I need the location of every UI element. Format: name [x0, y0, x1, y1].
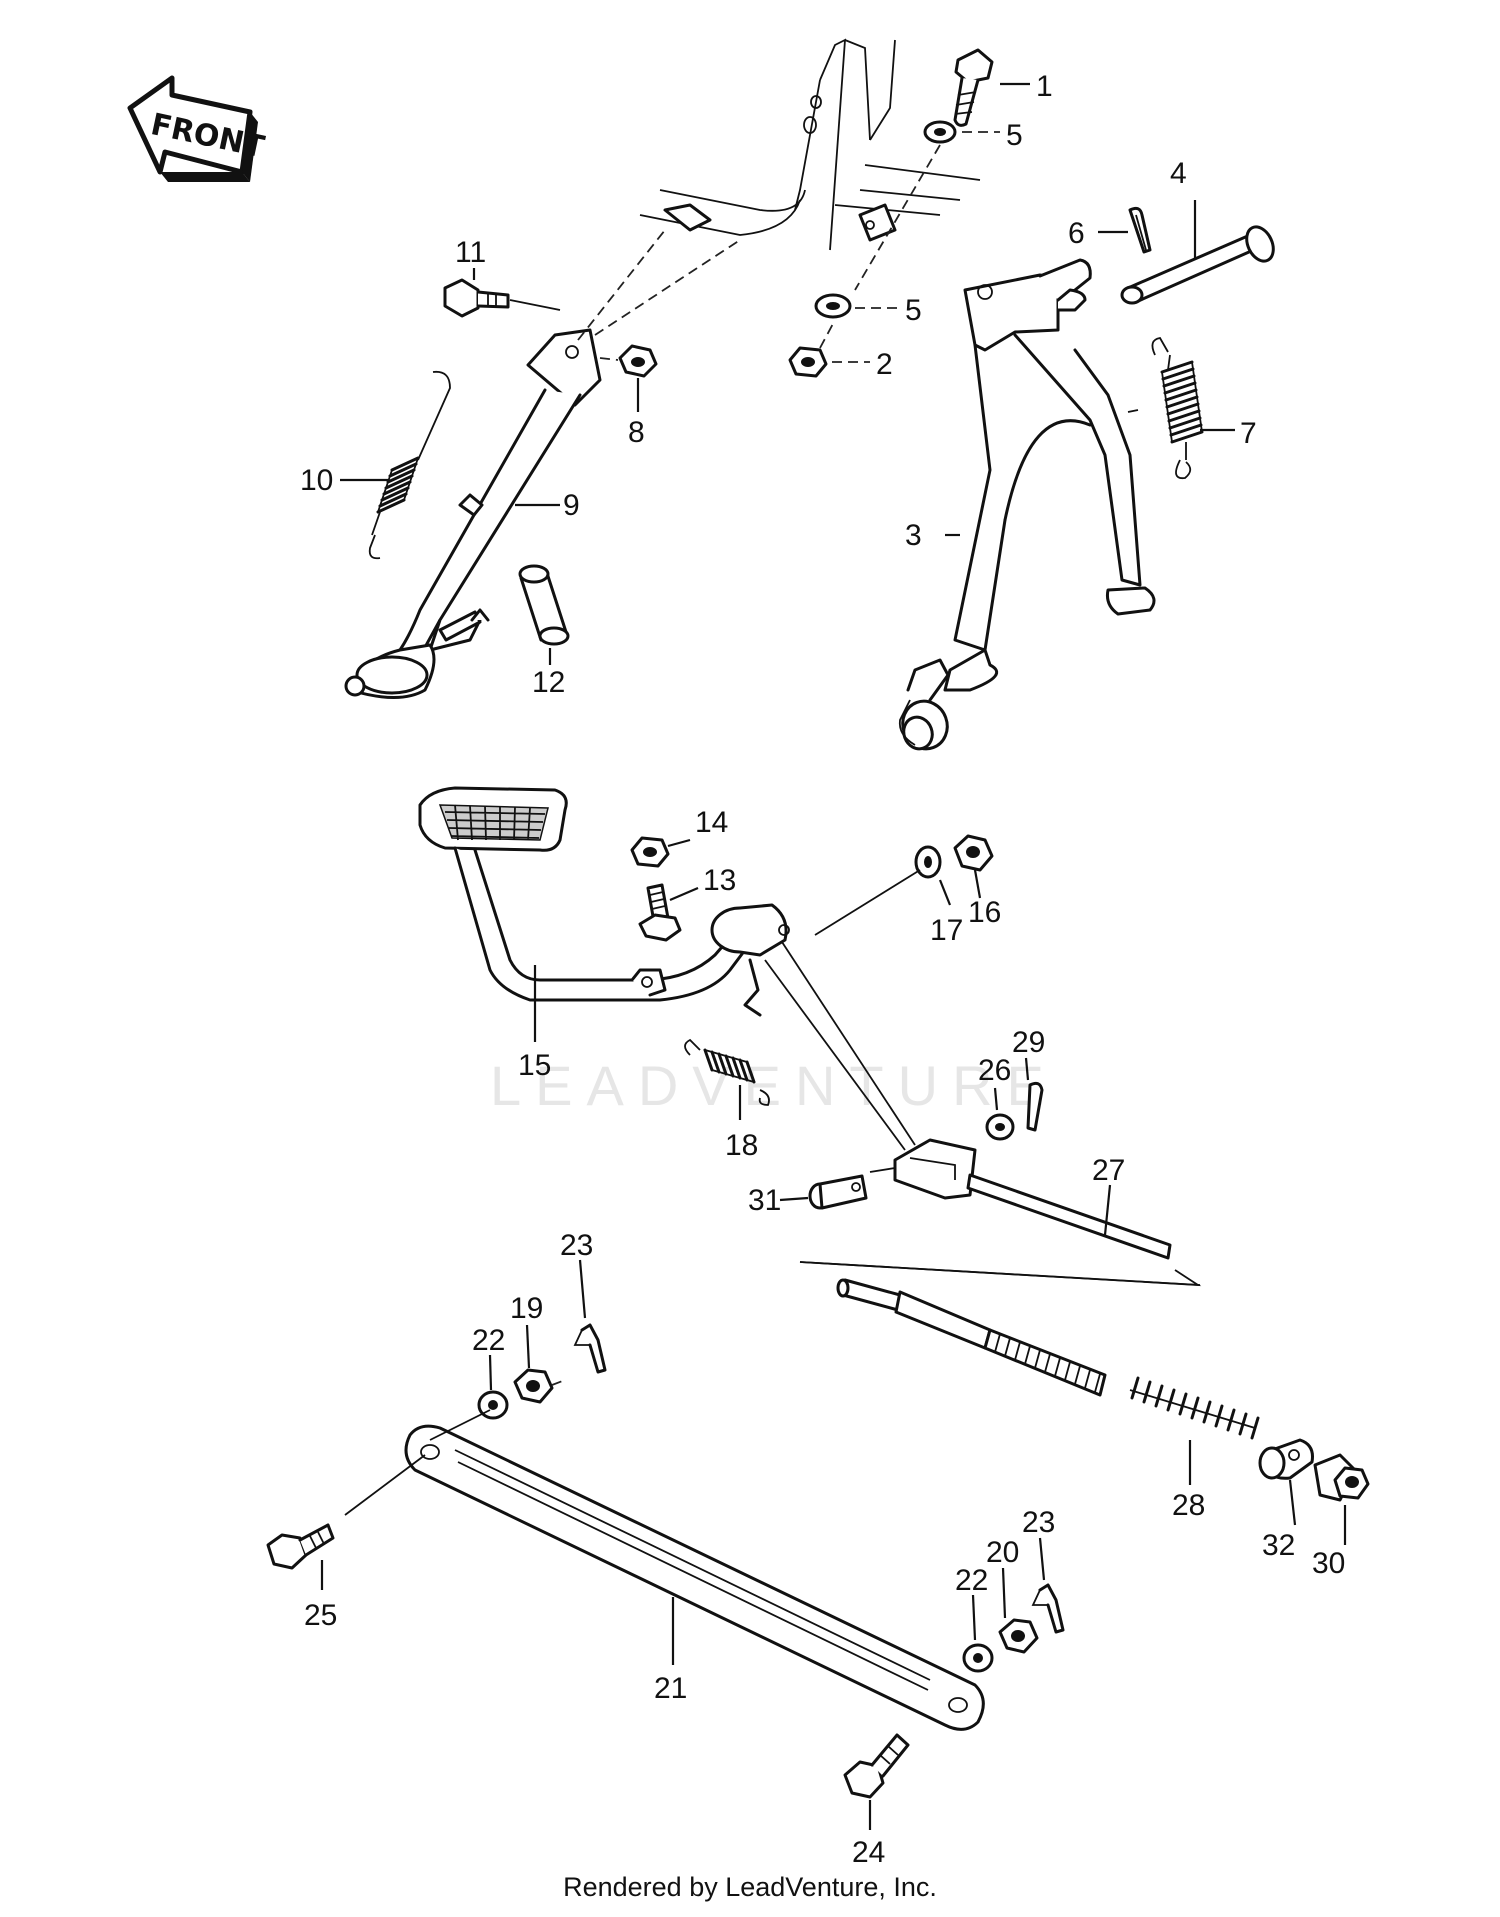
callout-3: 3	[905, 519, 922, 552]
callout-9: 9	[563, 489, 580, 522]
callout-labels: 1 5 4 6 11 5 2 7 8 10 9 3 12 14 13 17 16…	[300, 70, 1345, 1869]
callout-27: 27	[1092, 1154, 1125, 1187]
brake-rod-end	[836, 1278, 1107, 1397]
callout-19: 19	[510, 1292, 543, 1325]
callout-20: 20	[986, 1536, 1019, 1569]
spring-part-18	[684, 1038, 770, 1106]
watermark: LEADVENTURE	[490, 1054, 1058, 1117]
nut-part-14	[630, 836, 670, 868]
bolt-part-25	[266, 1523, 335, 1570]
nut-part-30	[1313, 1453, 1370, 1502]
nut-part-16	[953, 834, 994, 872]
callout-2: 2	[876, 348, 893, 381]
spring-part-28	[1129, 1376, 1260, 1440]
callout-22-lower: 22	[955, 1564, 988, 1597]
clip-part-23-upper	[573, 1323, 607, 1374]
callout-10: 10	[300, 464, 333, 497]
callout-23-lower: 23	[1022, 1506, 1055, 1539]
callout-13: 13	[703, 864, 736, 897]
nut-part-8	[618, 344, 658, 378]
brake-pedal-part-15	[418, 786, 790, 1017]
washer-part-22-lower	[962, 1643, 994, 1673]
nut-part-20	[998, 1618, 1039, 1654]
callout-16: 16	[968, 896, 1001, 929]
washer-part-17	[914, 845, 942, 879]
callout-5-top: 5	[1006, 119, 1023, 152]
pivot-shaft-part-4	[1120, 225, 1275, 305]
brake-rod-part-27	[893, 1138, 1172, 1260]
nut-part-19	[513, 1368, 554, 1404]
center-stand-part-3	[898, 258, 1156, 751]
callout-15: 15	[518, 1049, 551, 1082]
callout-31: 31	[748, 1184, 781, 1217]
spring-part-7	[1151, 337, 1204, 480]
spring-part-10	[368, 370, 451, 560]
callout-25: 25	[304, 1599, 337, 1632]
callout-17: 17	[930, 914, 963, 947]
joint-part-32	[1258, 1438, 1314, 1480]
callout-28: 28	[1172, 1489, 1205, 1522]
bolt-part-13	[638, 883, 682, 942]
callout-26: 26	[978, 1054, 1011, 1087]
callout-5-bottom: 5	[905, 294, 922, 327]
side-stand-part-9	[344, 328, 602, 699]
washer-part-5-bottom	[814, 293, 852, 319]
callout-1: 1	[1036, 70, 1053, 103]
collar-part-12	[518, 564, 570, 646]
callout-23-upper: 23	[560, 1229, 593, 1262]
callout-12: 12	[532, 666, 565, 699]
callout-4: 4	[1170, 157, 1187, 190]
frame-section	[639, 38, 981, 251]
callout-18: 18	[725, 1129, 758, 1162]
nut-part-2	[788, 346, 828, 378]
washer-part-26	[985, 1113, 1015, 1141]
callout-8: 8	[628, 416, 645, 449]
bolt-part-1	[953, 48, 994, 127]
front-arrow-icon: FRONT	[127, 75, 268, 182]
callout-14: 14	[695, 806, 728, 839]
callout-22-upper: 22	[472, 1324, 505, 1357]
footer-credit: Rendered by LeadVenture, Inc.	[563, 1872, 937, 1902]
callout-7: 7	[1240, 417, 1257, 450]
bolt-part-24	[843, 1733, 910, 1799]
callout-24: 24	[852, 1836, 885, 1869]
callout-29: 29	[1012, 1026, 1045, 1059]
cotter-pin-part-6	[1128, 206, 1152, 254]
callout-6: 6	[1068, 217, 1085, 250]
callout-30: 30	[1312, 1547, 1345, 1580]
bolt-part-11	[443, 278, 510, 318]
callout-21: 21	[654, 1672, 687, 1705]
washer-part-5-top	[923, 120, 957, 144]
callout-32: 32	[1262, 1529, 1295, 1562]
clevis-pin-part-31	[808, 1174, 868, 1210]
callout-11: 11	[455, 236, 486, 269]
cotter-pin-part-29	[1026, 1081, 1044, 1132]
torque-link-part-21	[404, 1424, 985, 1731]
clip-part-23-lower	[1031, 1583, 1065, 1634]
